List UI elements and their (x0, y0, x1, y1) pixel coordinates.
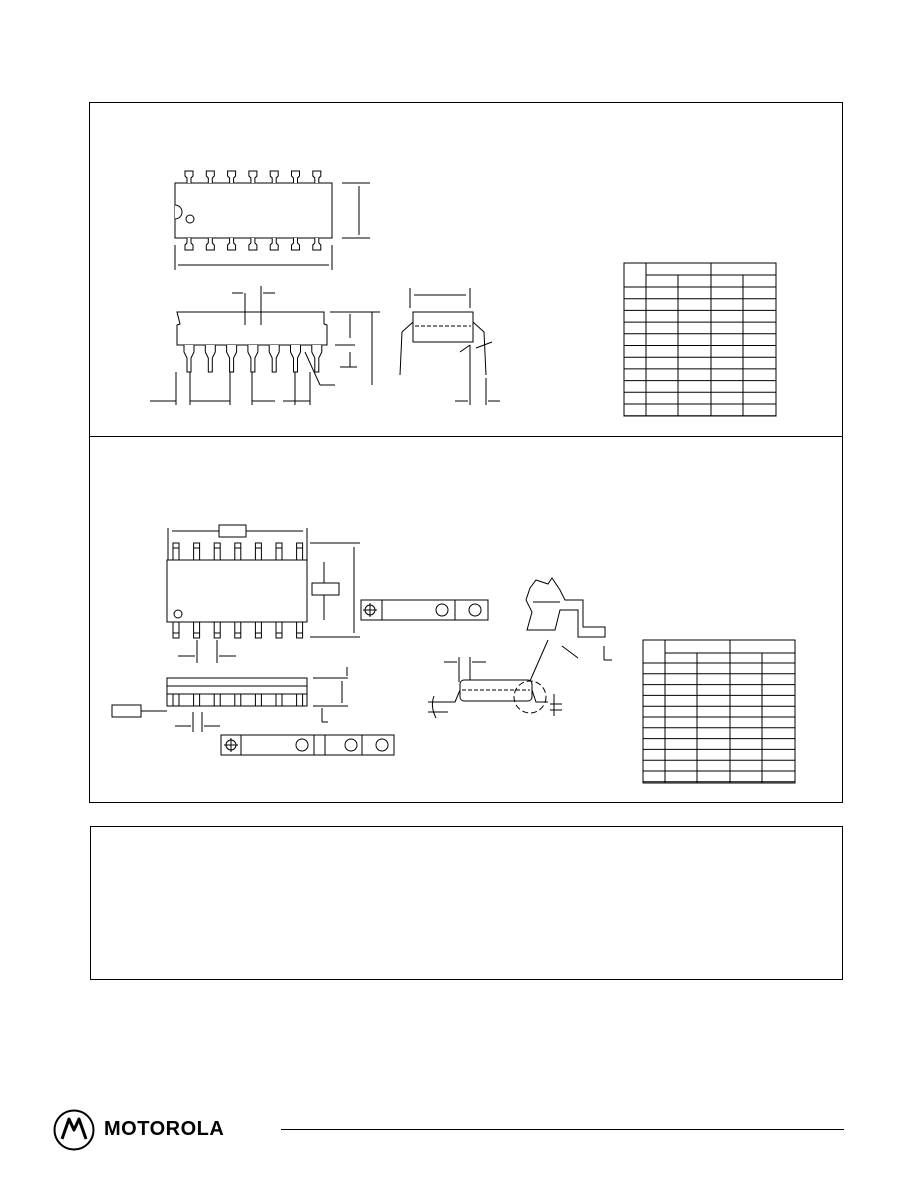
soic-side-lead (172, 693, 180, 707)
soic-top-pin (172, 542, 180, 561)
dip-bottom-pin (312, 238, 322, 251)
dip-bottom-pin (291, 238, 300, 251)
package-section-divider (90, 436, 842, 437)
footer-rule (281, 1129, 844, 1130)
dip-side-lead (311, 345, 323, 373)
soic-end-view (428, 639, 562, 719)
soic-top-pin (275, 542, 283, 561)
notice-panel (90, 826, 843, 980)
soic-top-pin (193, 542, 201, 561)
dip-top-pin (269, 170, 279, 183)
soic-top-pin (234, 542, 242, 561)
dip-bottom-pin (227, 238, 237, 251)
soic-side-view (111, 667, 348, 732)
soic-side-lead (296, 693, 304, 707)
dip-bottom-pin (269, 238, 279, 251)
motorola-batwing-icon (53, 1109, 95, 1151)
dip-top-pin (227, 170, 237, 183)
soic-top-view (166, 524, 360, 663)
dip-top-view (174, 170, 370, 270)
soic-side-lead (275, 693, 283, 707)
dip-dimension-table (623, 262, 777, 417)
dip-side-lead (247, 345, 259, 373)
soic-top-pin (296, 542, 304, 561)
soic-side-lead (193, 693, 201, 707)
brand-name: MOTOROLA (104, 1118, 225, 1140)
soic-tolerance-frame-a (360, 599, 489, 621)
dip-top-pin (312, 170, 322, 183)
soic-lead-detail (525, 577, 612, 661)
dip-bottom-pin (248, 238, 258, 251)
dip-side-lead (268, 345, 280, 373)
soic-bottom-pin (275, 621, 283, 639)
dip-side-view (150, 286, 380, 405)
soic-side-lead (254, 693, 262, 707)
soic-bottom-pin (193, 621, 201, 639)
soic-side-lead (234, 693, 242, 707)
dip-side-lead (183, 345, 195, 373)
dip-bottom-pin (184, 238, 194, 251)
soic-bottom-pin (234, 621, 242, 639)
dip-top-pin (291, 170, 300, 183)
dip-end-view (399, 288, 500, 405)
soic-bottom-pin (296, 621, 304, 639)
soic-dimension-table (642, 639, 796, 784)
soic-tolerance-frame-b (220, 734, 395, 756)
soic-top-pin (213, 542, 221, 561)
dip-top-pin (184, 170, 194, 183)
soic-bottom-pin (172, 621, 180, 639)
dip-bottom-pin (205, 238, 215, 251)
dip-side-lead (290, 345, 301, 373)
soic-top-pin (254, 542, 262, 561)
dip-top-pin (205, 170, 215, 183)
soic-bottom-pin (254, 621, 262, 639)
soic-side-lead (213, 693, 221, 707)
soic-bottom-pin (213, 621, 221, 639)
dip-side-lead (204, 345, 216, 373)
dip-side-lead (226, 345, 238, 373)
dip-top-pin (248, 170, 258, 183)
